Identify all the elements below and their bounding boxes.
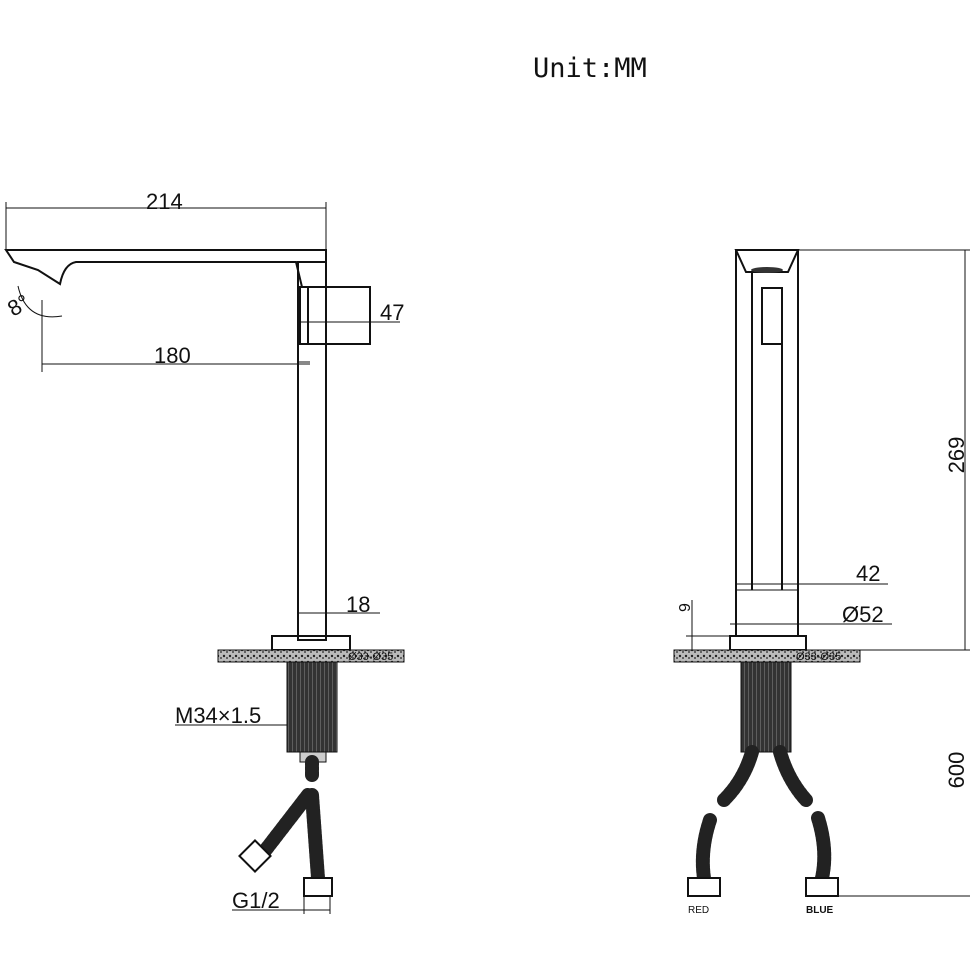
hose-blue-lower [811,811,832,885]
dim-42: 42 [856,561,880,586]
hose-blue-upper [773,745,813,807]
hose-nut-right [303,877,333,897]
dim-269: 269 [944,437,969,474]
dim-9: 9 [677,603,694,612]
body-outline [297,261,327,641]
front-shank [740,661,792,753]
hose-red-upper [717,745,759,807]
dim-47: 47 [380,300,404,325]
nut-blue [805,877,839,897]
aerator [751,267,783,273]
red-label: RED [688,905,709,916]
front-view: 269 42 Ø52 9 Ø33-Ø35 600 RED [673,249,970,916]
dim-600: 600 [944,752,969,789]
dim-angle: 8° [3,289,34,321]
connector-label: G1/2 [232,888,280,913]
front-base [729,635,807,651]
angle-arc [17,285,63,318]
handle-block [299,286,371,345]
front-hole-range: Ø33-Ø35 [796,651,841,663]
nut-red [687,877,721,897]
dim-52: Ø52 [842,602,884,627]
threaded-shank [286,661,338,753]
dim-18: 18 [346,592,370,617]
hose-diagonal [257,788,315,859]
spout-outline [4,249,327,288]
blue-label: BLUE [806,905,834,916]
hose-red-lower [695,813,717,885]
hole-range-label: Ø33-Ø35 [348,651,393,663]
hose-nut-left [238,839,272,873]
thread-label: M34×1.5 [175,703,261,728]
front-body [735,249,799,637]
side-view: 214 180 47 8° 18 Ø33-Ø35 M34×1.5 [3,189,405,914]
hose-vertical [305,788,325,885]
lever [761,287,783,345]
base-flange [271,635,351,651]
dim-214: 214 [146,189,183,214]
unit-label: Unit:MM [533,53,647,84]
dim-180: 180 [154,343,191,368]
